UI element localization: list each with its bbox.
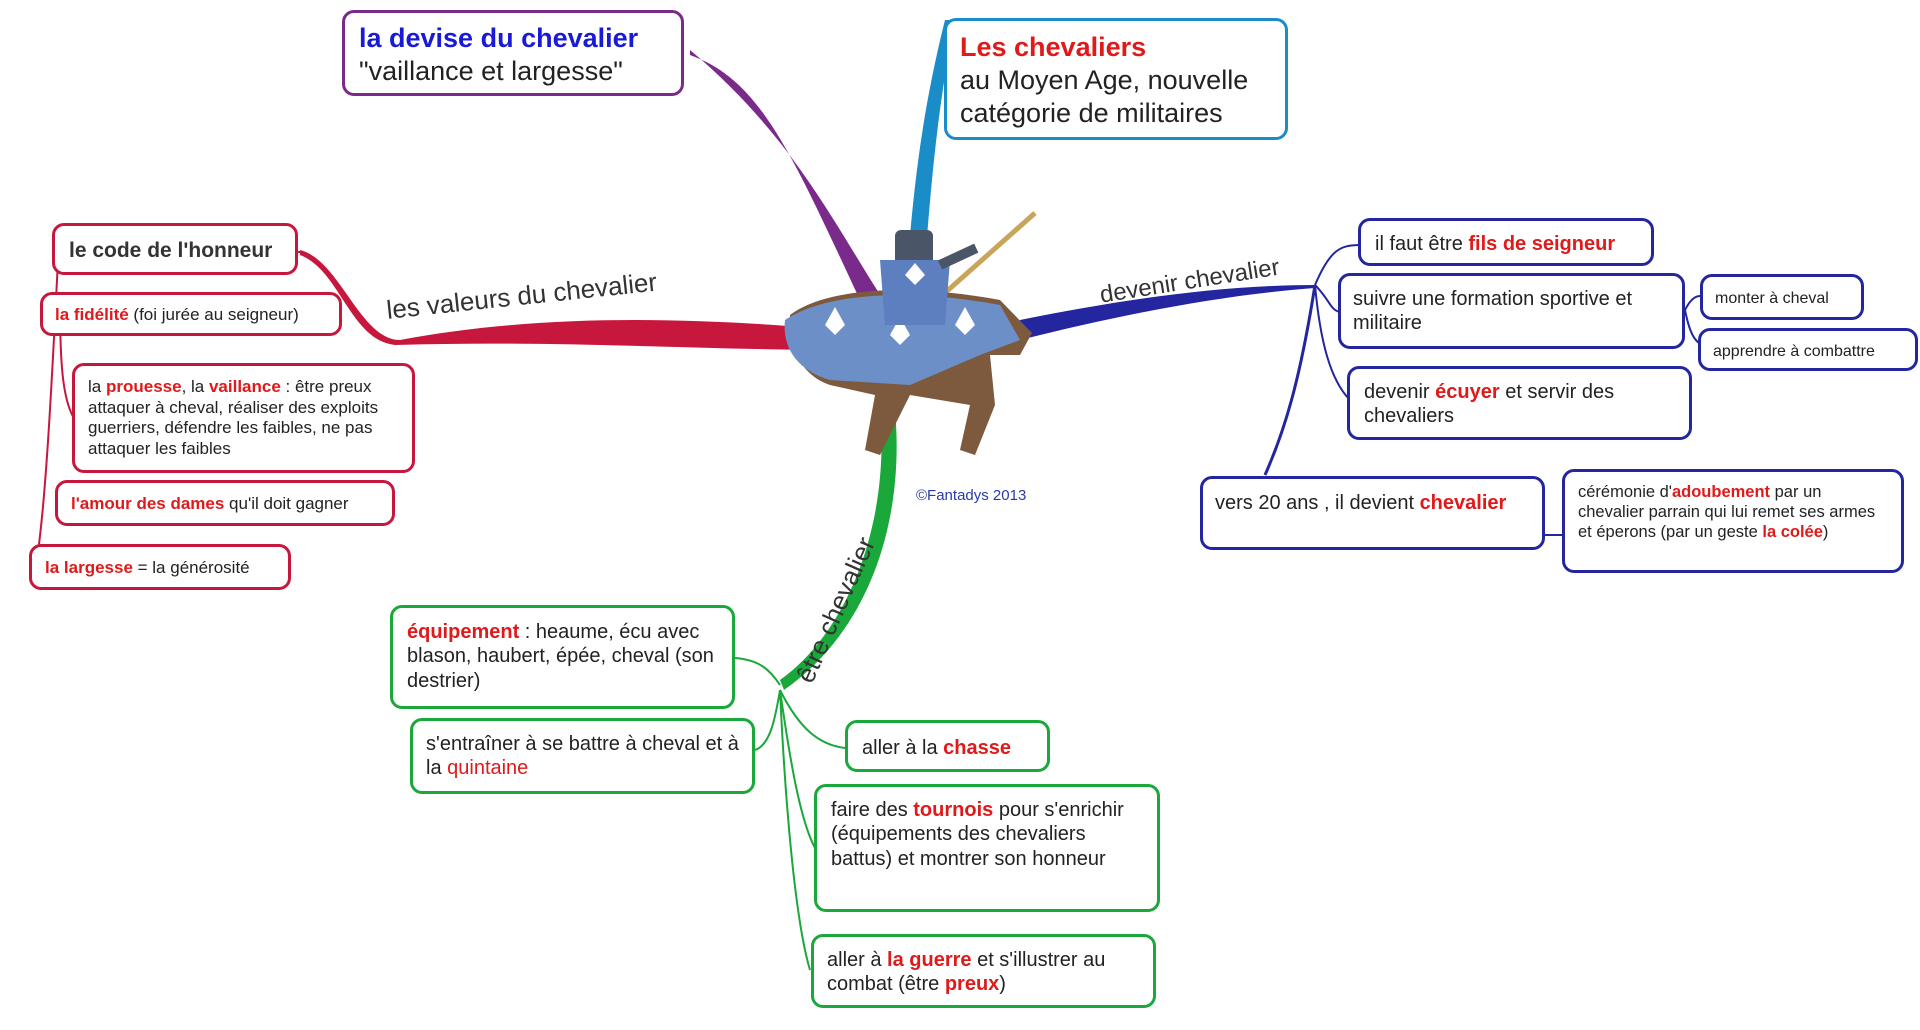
ceremonie-pre: cérémonie d' — [1578, 483, 1672, 501]
tournois-strong: tournois — [913, 799, 994, 821]
devise-title: la devise du chevalier — [359, 23, 639, 53]
guerre-pre: aller à — [827, 949, 888, 971]
chasse-node: aller à la chasse — [845, 720, 1050, 772]
fils-seigneur-node: il faut être fils de seigneur — [1358, 218, 1654, 266]
guerre-strong: la guerre — [887, 949, 972, 971]
devise-branch — [690, 50, 905, 330]
ecuyer-rest: et servir des chevaliers — [1364, 381, 1615, 428]
chevaliers-text: au Moyen Age, nouvelle catégorie de mili… — [960, 64, 1249, 128]
ecuyer-node: devenir écuyer et servir des chevaliers — [1347, 366, 1692, 440]
chasse-strong: chasse — [943, 737, 1011, 759]
entrainer-red: quintaine — [447, 757, 529, 780]
amour-rest: qu'il doit gagner — [224, 494, 349, 513]
amour-dames-node: l'amour des dames qu'il doit gagner — [55, 480, 395, 526]
largesse-strong: la largesse — [45, 558, 133, 577]
largesse-node: la largesse = la générosité — [29, 544, 291, 590]
prouesse-strong2: vaillance — [208, 377, 281, 396]
guerre-post: ) — [999, 973, 1006, 996]
etre-link-1 — [734, 657, 781, 686]
devenir-link-4 — [1263, 284, 1317, 476]
fils-strong: fils de seigneur — [1468, 233, 1616, 255]
tournois-rest: pour s'enrichir (équipements des chevali… — [831, 799, 1124, 870]
fidelite-rest: (foi jurée au seigneur) — [128, 305, 299, 324]
etre-link-4 — [779, 689, 816, 849]
tournois-pre: faire des — [831, 799, 914, 821]
ceremonie-node: cérémonie d'adoubement par un chevalier … — [1562, 469, 1904, 573]
guerre-strong2: preux — [944, 973, 1000, 996]
devise-node: la devise du chevalier "vaillance et lar… — [342, 10, 684, 96]
fidelite-strong: la fidélité — [55, 305, 129, 324]
mounted-knight-illustration — [784, 211, 1037, 455]
devise-text: "vaillance et largesse" — [359, 55, 623, 86]
ceremonie-strong2: la colée — [1762, 523, 1823, 542]
guerre-mid: et s'illustrer au combat (être — [827, 949, 1106, 996]
vingt-ans-node: vers 20 ans , il devient chevalier — [1200, 476, 1545, 550]
ceremonie-strong1: adoubement — [1671, 483, 1771, 501]
code-honneur-node: le code de l'honneur — [52, 223, 298, 275]
ceremonie-mid: par un chevalier parrain qui lui remet s… — [1578, 483, 1876, 542]
combattre-node: apprendre à combattre — [1698, 328, 1918, 371]
tournois-node: faire des tournois pour s'enrichir (équi… — [814, 784, 1160, 912]
devenir-link-3 — [1314, 284, 1351, 401]
fils-pre: il faut être — [1375, 233, 1469, 255]
prouesse-p1: la — [88, 377, 106, 396]
prouesse-p2: , la — [181, 377, 209, 396]
devenir-link-1 — [1314, 244, 1361, 286]
entrainer-pre: s'entraîner à se battre à cheval et à la — [426, 733, 739, 780]
largesse-rest: = la générosité — [132, 558, 250, 577]
ecuyer-pre: devenir — [1364, 381, 1436, 403]
monter-cheval-node: monter à cheval — [1700, 274, 1864, 320]
equipement-strong: équipement — [407, 621, 520, 643]
etre-link-5 — [779, 689, 811, 971]
ecuyer-strong: écuyer — [1435, 381, 1500, 403]
fidelite-node: la fidélité (foi jurée au seigneur) — [40, 292, 342, 336]
vingt-strong: chevalier — [1419, 492, 1507, 514]
chasse-pre: aller à la — [862, 737, 944, 759]
valeurs-branch — [300, 250, 840, 350]
chevaliers-title: Les chevaliers — [960, 32, 1147, 62]
copyright-notice: ©Fantadys 2013 — [916, 487, 1027, 504]
ceremonie-post: ) — [1822, 523, 1829, 542]
amour-strong: l'amour des dames — [71, 494, 225, 513]
prouesse-rest: : être preux attaquer à cheval, réaliser… — [88, 377, 379, 459]
entrainer-node: s'entraîner à se battre à cheval et à la… — [410, 718, 755, 794]
prouesse-strong1: prouesse — [105, 377, 182, 396]
equipement-rest: : heaume, écu avec blason, haubert, épée… — [407, 621, 714, 692]
equipement-node: équipement : heaume, écu avec blason, ha… — [390, 605, 735, 709]
devenir-link-2 — [1314, 284, 1341, 313]
devenir-link-5 — [1684, 295, 1701, 311]
formation-node: suivre une formation sportive et militai… — [1338, 273, 1685, 349]
vingt-pre: vers 20 ans , il devient — [1215, 492, 1420, 514]
devenir-branch — [1020, 285, 1315, 340]
chevaliers-node: Les chevaliers au Moyen Age, nouvelle ca… — [944, 18, 1288, 140]
etre-link-2 — [754, 689, 781, 751]
guerre-node: aller à la guerre et s'illustrer au comb… — [811, 934, 1156, 1008]
etre-link-3 — [779, 689, 846, 749]
prouesse-node: la prouesse, la vaillance : être preux a… — [72, 363, 415, 473]
